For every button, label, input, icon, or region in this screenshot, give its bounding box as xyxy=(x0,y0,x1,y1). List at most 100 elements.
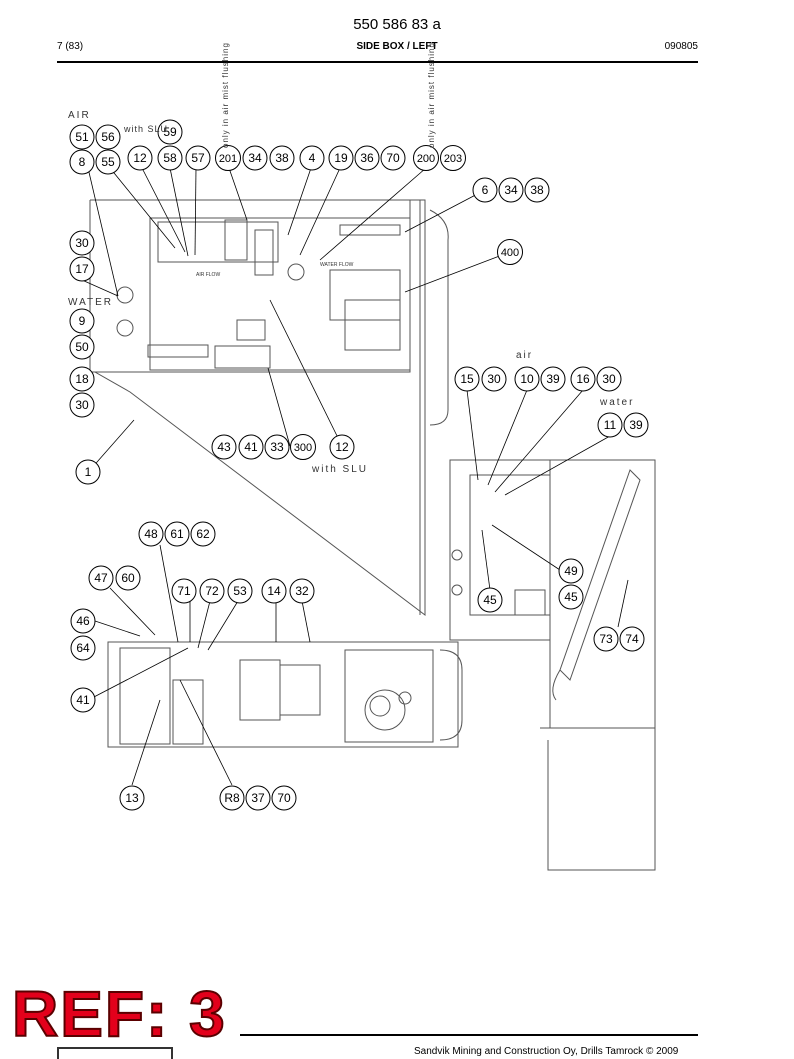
callout-top-56: 56 xyxy=(95,124,121,150)
callout-number: 14 xyxy=(267,584,281,598)
callout-number: 51 xyxy=(75,130,89,144)
callout-top-38: 38 xyxy=(524,177,550,203)
callout-number: 72 xyxy=(205,584,219,598)
callout-top-59: 59 xyxy=(157,119,183,145)
callout-right-39: 39 xyxy=(540,366,566,392)
callout-top-203: 203 xyxy=(440,145,466,171)
callout-right-15: 15 xyxy=(454,366,480,392)
callout-top-34: 34 xyxy=(498,177,524,203)
callout-top-33: 33 xyxy=(264,434,290,460)
callout-bottom-32: 32 xyxy=(289,578,315,604)
callout-number: 33 xyxy=(270,440,284,454)
callout-number: 58 xyxy=(163,151,177,165)
document-date: 090805 xyxy=(664,41,698,52)
section-title: SIDE BOX / LEFT xyxy=(356,41,438,52)
callout-number: 39 xyxy=(546,372,560,386)
callout-number: 201 xyxy=(219,153,237,165)
footer-rule xyxy=(240,1034,698,1036)
diagram-linework xyxy=(89,199,656,871)
callout-top-30: 30 xyxy=(69,392,95,418)
callout-right-10: 10 xyxy=(514,366,540,392)
callout-number: 11 xyxy=(604,418,617,432)
callout-right-49: 49 xyxy=(558,558,584,584)
callout-number: 36 xyxy=(360,151,374,165)
callout-bottom-14: 14 xyxy=(261,578,287,604)
callout-number: 4 xyxy=(309,151,316,165)
callout-right-39: 39 xyxy=(623,412,649,438)
callout-bottom-64: 64 xyxy=(70,635,96,661)
callout-top-1: 1 xyxy=(75,459,101,485)
callout-bottom-46: 46 xyxy=(70,608,96,634)
callout-number: R8 xyxy=(224,791,240,805)
callout-bottom-37: 37 xyxy=(245,785,271,811)
callout-number: 48 xyxy=(144,527,158,541)
label-air-right: air xyxy=(516,350,533,361)
callout-bottom-41: 41 xyxy=(70,687,96,713)
callout-number: 32 xyxy=(295,584,309,598)
callout-number: 70 xyxy=(386,151,400,165)
callout-number: 16 xyxy=(576,372,590,386)
callout-number: 50 xyxy=(75,340,89,354)
callout-right-30: 30 xyxy=(596,366,622,392)
callout-number: 73 xyxy=(599,632,613,646)
callout-number: 6 xyxy=(482,183,489,197)
callout-top-300: 300 xyxy=(290,434,316,460)
leader-lines xyxy=(81,167,629,786)
callout-top-4: 4 xyxy=(299,145,325,171)
callout-number: 34 xyxy=(504,183,518,197)
label-water-flow: WATER FLOW xyxy=(320,262,354,268)
callout-number: 400 xyxy=(501,247,519,259)
callout-bottom-60: 60 xyxy=(115,565,141,591)
callout-number: 19 xyxy=(334,151,348,165)
callout-bottom-70: 70 xyxy=(271,785,297,811)
callout-top-36: 36 xyxy=(354,145,380,171)
callout-number: 38 xyxy=(275,151,289,165)
callout-number: 64 xyxy=(76,641,90,655)
callout-number: 13 xyxy=(125,791,139,805)
callout-number: 49 xyxy=(564,564,578,578)
callout-top-30: 30 xyxy=(69,230,95,256)
callout-number: 55 xyxy=(101,155,115,169)
label-only-air-mist-right: only in air mist flushing xyxy=(427,42,436,148)
ref-label: REF: 3 xyxy=(11,978,227,1050)
callout-number: 9 xyxy=(79,314,86,328)
callout-top-70: 70 xyxy=(380,145,406,171)
callout-number: 71 xyxy=(177,584,191,598)
callout-number: 37 xyxy=(251,791,265,805)
callout-number: 45 xyxy=(564,590,578,604)
callout-number: 200 xyxy=(417,153,435,165)
callout-bottom-61: 61 xyxy=(164,521,190,547)
callout-bottom-71: 71 xyxy=(171,578,197,604)
page-number: 7 (83) xyxy=(57,41,84,52)
callout-right-30: 30 xyxy=(481,366,507,392)
callout-right-74: 74 xyxy=(619,626,645,652)
label-water-right: water xyxy=(599,397,634,408)
callout-number: 1 xyxy=(85,465,92,479)
callout-bottom-13: 13 xyxy=(119,785,145,811)
label-water: WATER xyxy=(68,297,113,308)
label-air: AIR xyxy=(68,110,91,121)
callout-top-9: 9 xyxy=(69,308,95,334)
header-rule xyxy=(57,61,698,63)
callout-number: 43 xyxy=(217,440,231,454)
callout-number: 41 xyxy=(244,440,258,454)
callout-bottom-72: 72 xyxy=(199,578,225,604)
callout-number: 10 xyxy=(520,372,534,386)
callout-number: 56 xyxy=(101,130,115,144)
callout-number: 38 xyxy=(530,183,544,197)
callout-top-200: 200 xyxy=(413,145,439,171)
callout-top-58: 58 xyxy=(157,145,183,171)
callout-number: 60 xyxy=(121,571,135,585)
label-air-flow: AIR FLOW xyxy=(196,272,220,278)
callout-number: 45 xyxy=(483,593,497,607)
callout-bottom-48: 48 xyxy=(138,521,164,547)
callout-bottom-R8: R8 xyxy=(219,785,245,811)
callout-number: 34 xyxy=(248,151,262,165)
callout-number: 62 xyxy=(196,527,210,541)
callout-top-51: 51 xyxy=(69,124,95,150)
callout-number: 57 xyxy=(191,151,205,165)
callout-number: 17 xyxy=(75,262,89,276)
callout-number: 74 xyxy=(625,632,639,646)
